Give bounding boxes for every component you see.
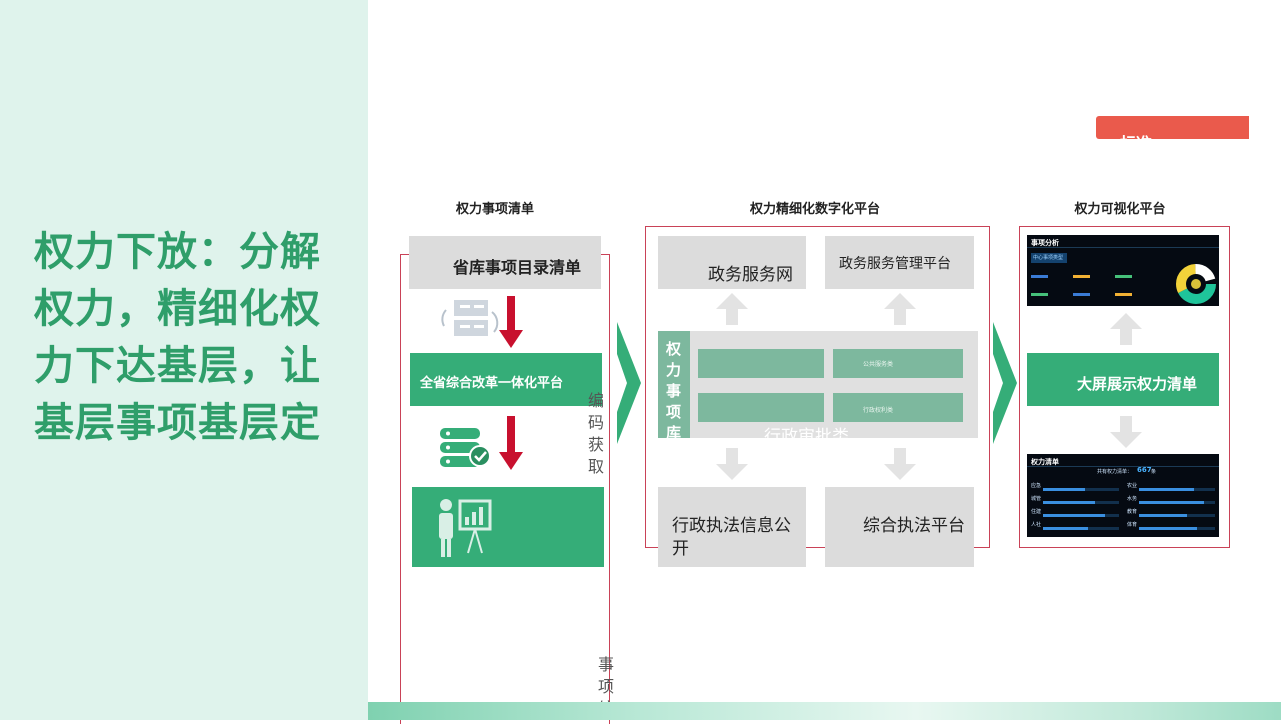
dash2-title: 权力清单 [1031, 458, 1059, 466]
service-net-label: 政务服务网 [708, 265, 793, 285]
catalog-box[interactable]: 省库事项目录清单 [409, 236, 601, 289]
arrow-up-icon [716, 293, 748, 325]
dash2-row-bar [1043, 527, 1119, 530]
database-sync-icon [441, 300, 499, 336]
dash2-row-label: 城管 [1031, 496, 1042, 502]
arrow-down-icon-3 [1110, 416, 1142, 448]
arrow-down-red-icon [499, 296, 523, 348]
chevron-right-icon-2 [993, 322, 1017, 444]
arrow-down-red-icon-2 [499, 416, 523, 470]
power-row-1a [698, 349, 824, 378]
platform-label: 全省综合改革一体化平台 [420, 376, 564, 391]
chevron-right-icon [617, 322, 641, 444]
side-text-encoding: 编码获取 [587, 391, 604, 476]
presenter-box[interactable] [412, 487, 604, 567]
arrow-up-icon-3 [1110, 313, 1142, 345]
law-platform-box[interactable]: 综合执法平台 [825, 487, 974, 567]
dash2-row-label: 农业 [1127, 483, 1138, 489]
law-info-label: 行政执法信息公开 [672, 516, 791, 559]
column-title-3: 权力可视化平台 [1074, 202, 1166, 217]
analysis-dashboard[interactable]: 事项分析 中心事项类型 [1027, 235, 1219, 306]
dash2-row-bar [1139, 527, 1215, 530]
approval-label: 行政审批类 [764, 427, 849, 438]
dash2-row-bar [1139, 488, 1215, 491]
left-panel [0, 0, 368, 720]
service-net-box[interactable]: 政务服务网 [658, 236, 806, 289]
arrow-down-icon-2 [884, 448, 916, 480]
dash2-row-label: 应急 [1031, 483, 1042, 489]
column3-frame [1019, 226, 1230, 548]
dash2-row-label: 教育 [1127, 509, 1138, 515]
service-mgmt-label: 政务服务管理平台 [839, 256, 951, 272]
arrow-down-icon [716, 448, 748, 480]
row1-label: 公共服务类 [863, 361, 894, 368]
column2-frame [645, 226, 990, 548]
dash2-total-label: 共有权力清单： [1097, 469, 1133, 475]
service-mgmt-box[interactable]: 政务服务管理平台 [825, 236, 974, 289]
dash2-row-label: 住建 [1031, 509, 1042, 515]
law-info-box[interactable]: 行政执法信息公开 [658, 487, 806, 567]
red-tab: 标准 [1096, 116, 1249, 139]
donut-chart-icon [1176, 264, 1216, 304]
dash2-row-label: 体育 [1127, 522, 1138, 528]
dash1-title: 事项分析 [1031, 239, 1059, 247]
arrow-up-icon-2 [884, 293, 916, 325]
dash2-row-bar [1043, 488, 1119, 491]
dash2-unit: 条 [1151, 469, 1157, 475]
power-row-2a [698, 393, 824, 422]
server-check-icon [440, 428, 491, 467]
power-row-1b[interactable]: 公共服务类 [833, 349, 963, 378]
column-title-1: 权力事项清单 [455, 202, 534, 217]
dash2-row-label: 水务 [1127, 496, 1138, 502]
presenter-icon [439, 499, 492, 557]
bottom-strip [368, 702, 1281, 720]
headline: 权力下放：分解权力，精细化权力下达基层，让基层事项基层定 [34, 229, 321, 446]
approval-label-wrap: 行政审批类 [764, 422, 884, 438]
power-list-dashboard[interactable]: 权力清单 共有权力清单： 667 条 应急城管住建人社 农业水务教育体育 [1027, 454, 1219, 537]
power-row-2b[interactable]: 行政权利类 [833, 393, 963, 422]
power-library-vertical: 权力事项库 [658, 331, 690, 442]
dash1-subtitle: 中心事项类型 [1033, 255, 1064, 261]
dash2-row-label: 人社 [1031, 522, 1042, 528]
platform-box[interactable]: 全省综合改革一体化平台 [410, 353, 602, 406]
dash2-row-bar [1043, 501, 1119, 504]
column-title-2: 权力精细化数字化平台 [749, 202, 880, 217]
big-screen-label: 大屏展示权力清单 [1077, 375, 1198, 393]
dash2-total-value: 667 [1137, 466, 1152, 474]
big-screen-box[interactable]: 大屏展示权力清单 [1027, 353, 1219, 406]
catalog-label: 省库事项目录清单 [453, 258, 582, 277]
row2-label: 行政权利类 [863, 407, 894, 414]
dash2-row-bar [1139, 514, 1215, 517]
dash2-row-bar [1139, 501, 1215, 504]
law-platform-label: 综合执法平台 [863, 516, 965, 536]
red-tab-label: 标准 [1120, 130, 1152, 139]
dash2-row-bar [1043, 514, 1119, 517]
